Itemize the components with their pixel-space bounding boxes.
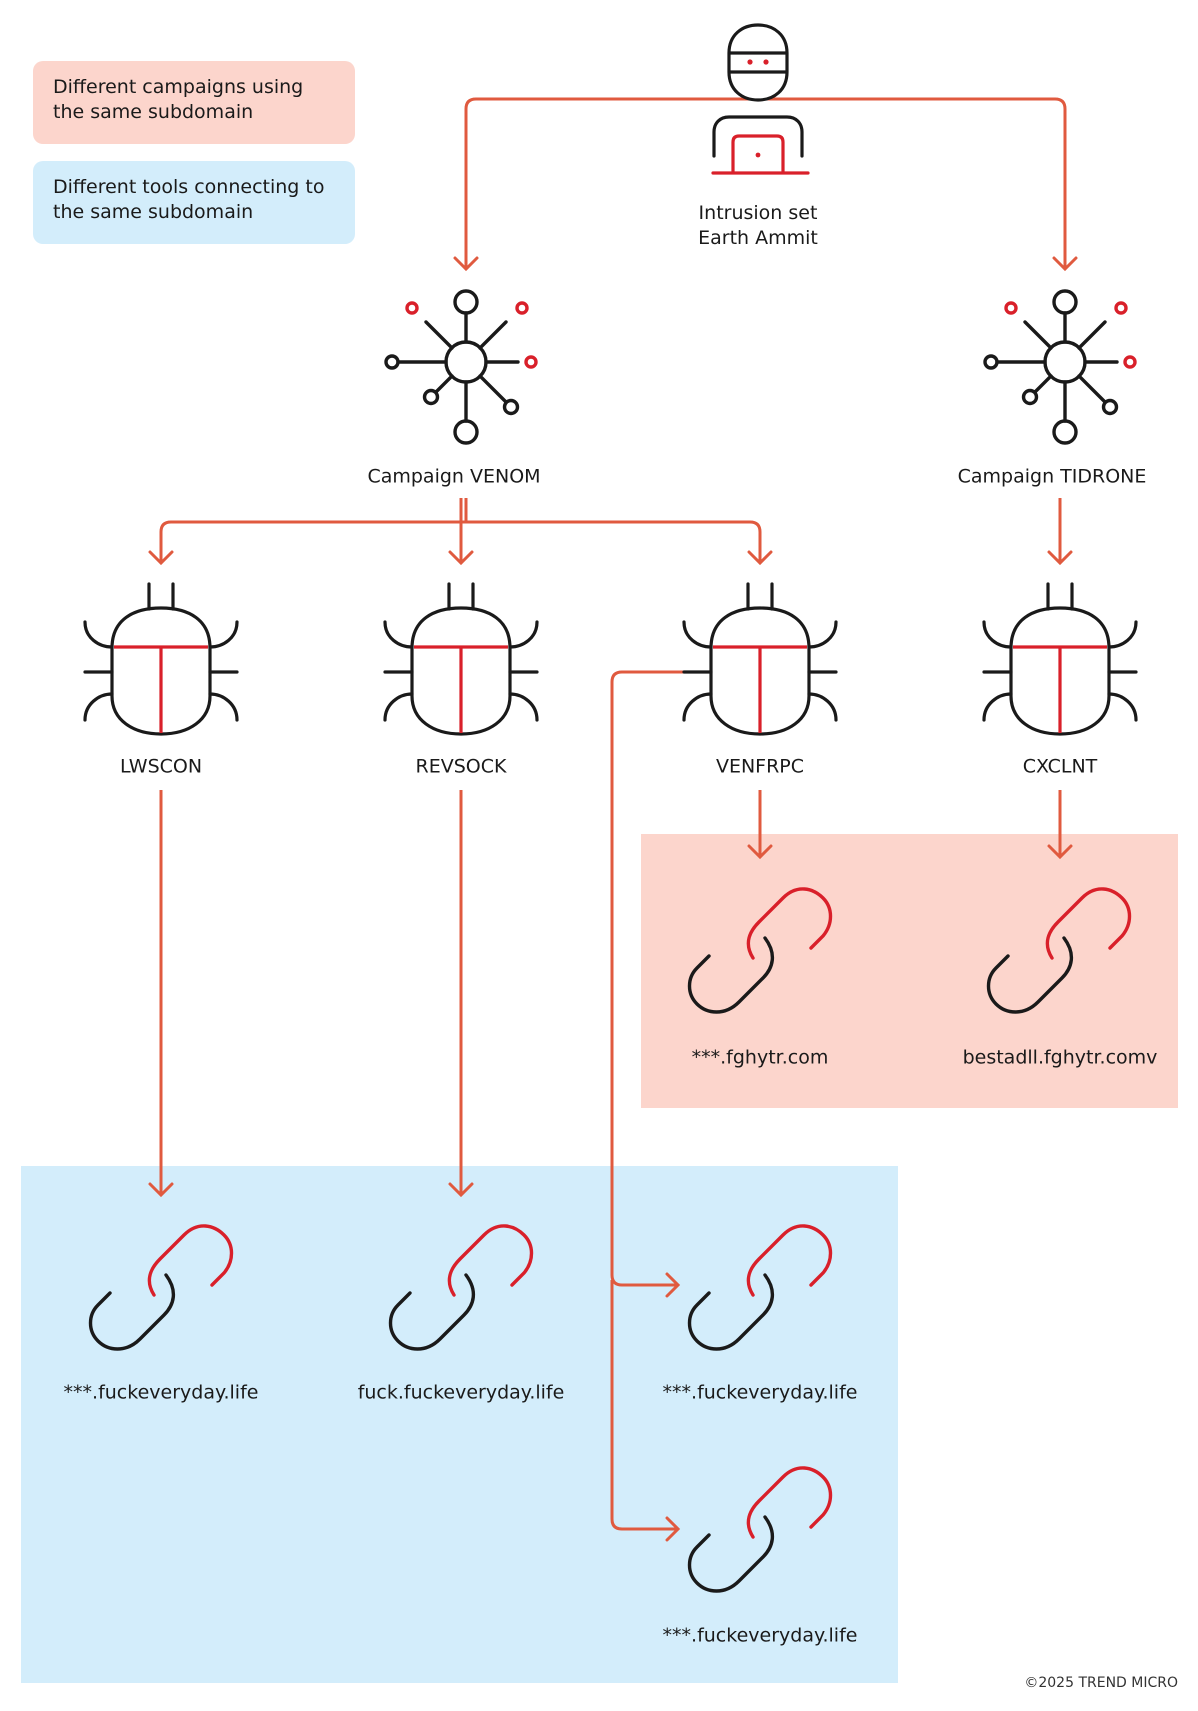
network-icon	[384, 289, 538, 445]
legend-tools-same-subdomain: Different tools connecting to the same s…	[33, 161, 355, 244]
domain-label: ***.fuckeveryday.life	[662, 1624, 858, 1647]
intrusion-set-line1: Intrusion set	[698, 202, 818, 224]
domain-label: ***.fghytr.com	[691, 1046, 829, 1069]
copyright-notice: ©2025 TREND MICRO	[1024, 1675, 1178, 1691]
edge-earth-ammit-to-venom	[464, 97, 758, 268]
domain-label: fuck.fuckeveryday.life	[357, 1381, 565, 1404]
edge-venom-to-venfrpc	[466, 520, 762, 562]
edge-venfrpc-to-fuckeveryday-1	[610, 670, 684, 1287]
tool-lwscon-label: LWSCON	[119, 755, 203, 778]
bug-icon	[383, 582, 539, 736]
hacker-icon	[711, 23, 810, 175]
bug-icon	[682, 582, 838, 736]
legend-tools-text: Different tools connecting to the same s…	[53, 176, 325, 223]
bug-icon	[83, 582, 239, 736]
network-icon	[983, 289, 1137, 445]
edge-venom-to-lwscon	[159, 498, 468, 562]
domain-label: ***.fuckeveryday.life	[662, 1381, 858, 1404]
tool-venfrpc-label: VENFRPC	[715, 755, 805, 778]
legend-campaigns-same-subdomain: Different campaigns using the same subdo…	[33, 61, 355, 144]
link-icon	[88, 1224, 234, 1351]
intrusion-set-label: Intrusion set Earth Ammit	[698, 201, 818, 251]
campaign-tidrone-label: Campaign TIDRONE	[957, 465, 1147, 488]
link-icon	[986, 887, 1132, 1014]
link-icon	[687, 887, 833, 1014]
domain-label: ***.fuckeveryday.life	[63, 1381, 259, 1404]
bug-icon	[982, 582, 1138, 736]
tool-cxclnt-label: CXCLNT	[1022, 755, 1098, 778]
edge-venfrpc-to-fuckeveryday-2	[610, 1280, 677, 1531]
domain-label: bestadll.fghytr.comv	[962, 1046, 1158, 1069]
zone-campaigns-shared-subdomain	[641, 834, 1178, 1108]
link-icon	[388, 1224, 534, 1351]
link-icon	[687, 1224, 833, 1351]
edge-earth-ammit-to-tidrone	[758, 97, 1067, 268]
campaign-venom-label: Campaign VENOM	[367, 465, 541, 488]
legend-campaigns-text: Different campaigns using the same subdo…	[53, 76, 304, 123]
intrusion-set-line2: Earth Ammit	[698, 227, 818, 249]
tool-revsock-label: REVSOCK	[415, 755, 507, 778]
link-icon	[687, 1466, 833, 1593]
connectors	[159, 97, 1067, 1531]
